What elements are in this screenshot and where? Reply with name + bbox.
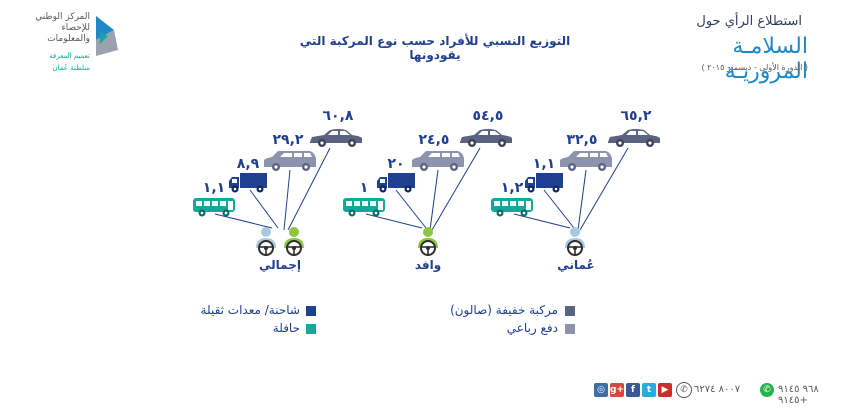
phone-number-1: ٩٦٨ ٩١٤٥ ٩١٤٥+ (778, 384, 819, 406)
phone-icon: ✆ (676, 382, 692, 398)
facebook-icon[interactable]: f (626, 383, 640, 397)
logo-org-line1: المركز الوطني (35, 12, 90, 22)
phone-number-2: ٨٠٠٧ ٦٢٧٤ (694, 384, 741, 395)
org-logo: المركز الوطني للإحصاء والمعلومات تعميم ا… (22, 10, 122, 76)
footer: ◎ g+ f t ▶ ✆ ٨٠٠٧ ٦٢٧٤ ✆ ٩٦٨ ٩١٤٥ ٩١٤٥+ (590, 382, 850, 406)
twitter-icon[interactable]: t (642, 383, 656, 397)
logo-org-line2: للإحصاء (61, 23, 90, 33)
whatsapp-icon: ✆ (760, 383, 774, 397)
survey-subtitle: ( الدورة الأولى - ديسمبر ٢٠١٥ ) (701, 63, 809, 72)
logo-org-line3: والمعلومات (47, 34, 90, 44)
main-title: السلامـة المروريـة (724, 34, 808, 84)
logo-country: سلطنة عُمان (52, 64, 90, 72)
logo-mark-icon (96, 16, 118, 56)
survey-title: استطلاع الرأي حول (696, 14, 802, 29)
chart-title: التوزيع النسبي للأفراد حسب نوع المركبة ا… (299, 34, 571, 62)
logo-slogan: تعميم المعرفة (49, 52, 90, 60)
youtube-icon[interactable]: ▶ (658, 383, 672, 397)
google-plus-icon[interactable]: g+ (610, 383, 624, 397)
instagram-icon[interactable]: ◎ (594, 383, 608, 397)
